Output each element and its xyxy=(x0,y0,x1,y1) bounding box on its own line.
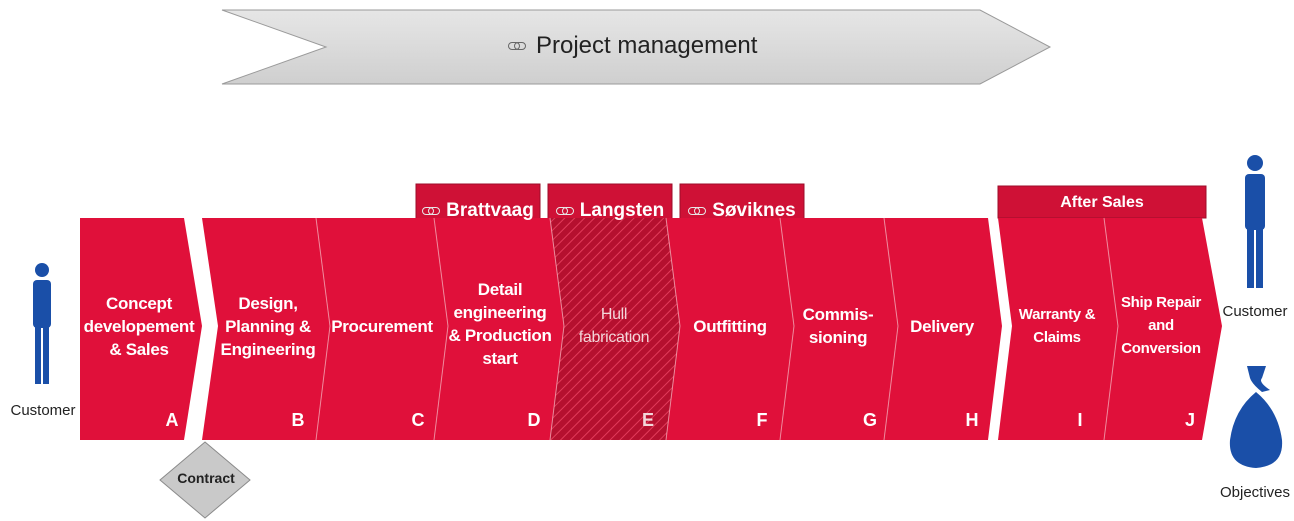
step-h-label: Delivery xyxy=(910,316,974,336)
step-j-shape xyxy=(1104,218,1222,440)
step-b-letter: B xyxy=(291,410,305,430)
step-c-shape xyxy=(316,218,448,440)
step-h-letter: H xyxy=(965,410,979,430)
step-h-shape xyxy=(884,218,1002,440)
chain-link-icon xyxy=(688,207,707,215)
site-label: Langsten xyxy=(579,200,665,221)
chain-link-icon xyxy=(508,42,526,50)
step-i-shape xyxy=(998,218,1118,440)
step-j-letter: J xyxy=(1184,410,1195,430)
left-customer-label: Customer xyxy=(10,402,76,419)
step-b-shape xyxy=(202,218,330,440)
after-sales-label: After Sales xyxy=(1060,194,1144,211)
person-icon xyxy=(33,263,51,384)
step-d-label: Detail engineering & Production start xyxy=(448,280,552,368)
step-e-label: Hull fabrication xyxy=(578,306,650,346)
step-j-label: Ship Repair and Conversion xyxy=(1120,293,1202,357)
step-i-letter: I xyxy=(1077,410,1083,430)
site-soviknes: Søviknes xyxy=(680,191,804,231)
step-f-label: Outfitting xyxy=(693,316,767,336)
step-g-label: Commis- sioning xyxy=(802,305,874,347)
right-customer-label: Customer xyxy=(1222,303,1288,320)
step-c-label: Procurement xyxy=(331,316,433,336)
step-g-letter: G xyxy=(862,410,877,430)
step-d-shape xyxy=(434,218,564,440)
step-d-letter: D xyxy=(527,410,541,430)
step-b-label: Design, Planning & Engineering xyxy=(220,293,316,359)
money-bag-icon xyxy=(1229,366,1283,468)
project-management-label: Project management xyxy=(536,32,758,59)
site-label: Brattvaag xyxy=(446,200,534,221)
chain-link-icon xyxy=(555,207,574,215)
person-icon xyxy=(1245,155,1265,288)
step-a-shape xyxy=(80,218,202,440)
contract-label: Contract xyxy=(177,470,235,486)
step-e-letter: E xyxy=(641,410,654,430)
step-f-shape xyxy=(666,218,794,440)
step-c-letter: C xyxy=(411,410,425,430)
after-sales-bar xyxy=(997,185,1207,219)
project-management-title: Project management xyxy=(508,28,757,64)
site-brattvaag: Brattvaag xyxy=(416,191,540,231)
step-a-letter: A xyxy=(165,410,179,430)
project-management-arrow xyxy=(221,9,1052,85)
contract-diamond xyxy=(159,441,251,519)
site-langsten: Langsten xyxy=(548,191,672,231)
site-label: Søviknes xyxy=(712,200,796,221)
step-f-letter: F xyxy=(756,410,768,430)
step-i-label: Warranty & Claims xyxy=(1018,306,1096,346)
objectives-label: Objectives xyxy=(1219,484,1291,501)
step-e-shape xyxy=(550,218,680,440)
chain-link-icon xyxy=(422,207,441,215)
step-g-shape xyxy=(780,218,898,440)
step-a-label: Concept developement & Sales xyxy=(83,293,195,359)
